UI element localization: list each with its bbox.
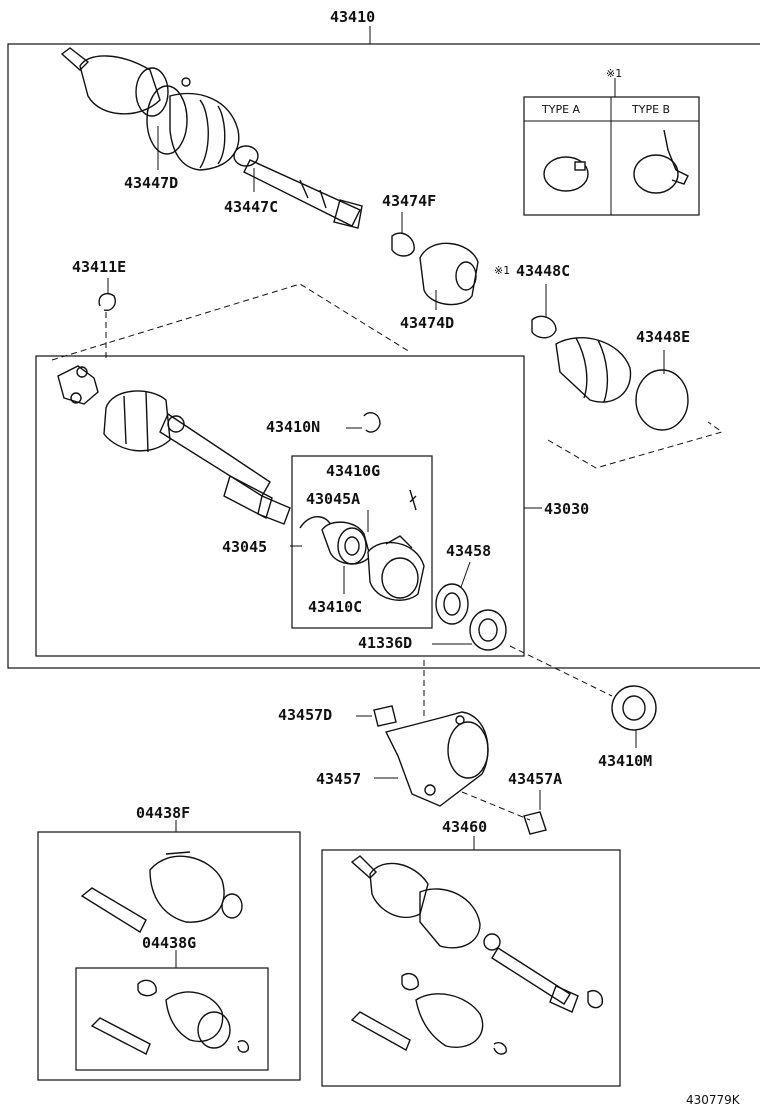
outboard-joint-kit-group [350,855,579,1013]
type-b-label: TYPE B [631,103,670,116]
assembly-box-43030 [35,355,525,657]
kit-small-clamp-icon [137,979,157,997]
bolt-43457A-icon [523,811,547,835]
dashed-guide-43410M [509,645,613,697]
clamp-type-b-tail-icon [663,129,689,185]
outboard-boot-kit-icon [149,855,225,923]
drive-shaft-outer-icon [243,159,361,227]
boot-kit-box-04438F [37,831,301,1081]
kit-43460-small-clamp-icon [401,972,419,991]
dust-seal-41336D-icon [469,609,507,651]
inboard-boot-icon [555,337,632,403]
kit-clamp-icon [221,893,243,919]
kit-43460-boot-icon [415,993,484,1048]
label-43460: 43460 [442,818,487,836]
label-43448C: 43448C [516,262,570,280]
dynamic-damper-icon [419,242,479,306]
label-43030: 43030 [544,500,589,518]
boot-kit-box-04438G [75,967,269,1071]
clamp-type-table: ※1 TYPE A TYPE B [523,67,700,216]
dashed-guide-top [51,283,411,361]
stub-shaft-icon [60,47,90,71]
outboard-joint-housing-icon [79,55,161,115]
kit-43460-grease-icon [350,1011,411,1051]
grease-tube-small-icon [90,1017,151,1055]
label-43458: 43458 [446,542,491,560]
drive-shaft-inner-icon [159,412,271,497]
label-43457: 43457 [316,770,361,788]
oil-seal-43458-icon [435,583,469,625]
label-43410N: 43410N [266,418,320,436]
inboard-boot-clamp-small-icon [531,315,557,339]
bearing-bracket-sleeve-icon [367,541,425,601]
kit-43460-snap-ring-icon [493,1042,507,1055]
note-mark-top: ※1 [606,67,622,80]
label-43474F: 43474F [382,192,436,210]
clamp-type-a-icon [543,156,589,192]
inboard-shaft-group [57,365,291,525]
label-41336D: 41336D [358,634,412,652]
label-43410M: 43410M [598,752,652,770]
outboard-joint-group [60,47,363,229]
label-04438F: 04438F [136,804,190,822]
note-mark-43448C: ※1 [494,264,510,277]
clamp-type-b-icon [633,154,679,194]
label-43045A: 43045A [306,490,360,508]
bearing-subassembly-box [291,455,433,629]
assembly-box-43410 [7,43,760,669]
outboard-boot-clamp-icon [146,85,188,155]
diagram-code: 430779K [686,1093,741,1107]
label-43410C: 43410C [308,598,362,616]
label-43045: 43045 [222,538,267,556]
label-43448E: 43448E [636,328,690,346]
inboard-joint-housing-icon [103,390,171,452]
label-04438G: 04438G [142,934,196,952]
inboard-boot-clamp-large-icon [635,369,689,431]
label-43447C: 43447C [224,198,278,216]
boot-kit-box-43460 [321,849,621,1087]
boot-small-clamp-icon [233,145,259,167]
label-43447D: 43447D [124,174,178,192]
kit-large-clamp-icon [197,1011,231,1049]
snap-ring-43410N-icon [363,412,381,433]
dashed-guide-right [547,421,724,469]
bearing-bracket-icon [384,711,489,807]
label-43474D: 43474D [400,314,454,332]
type-a-label: TYPE A [541,103,581,116]
label-43457A: 43457A [508,770,562,788]
oil-seal-43410M-icon [611,685,657,731]
damper-clamp-icon [391,232,415,257]
kit-snap-ring-icon [237,1040,250,1053]
label-43411E: 43411E [72,258,126,276]
pin-43410G-icon [409,489,417,511]
label-43410: 43410 [330,8,375,26]
snap-ring-icon [98,292,116,311]
inboard-boot-kit-icon [165,991,224,1043]
label-43410G: 43410G [326,462,380,480]
bolt-43457D-icon [373,705,397,727]
kit-43460-clamp-icon [587,990,603,1009]
grease-tube-large-icon [80,887,147,933]
label-43457D: 43457D [278,706,332,724]
clamp-type-a-tab-icon [574,161,586,171]
dashed-guide-43457A [461,791,531,821]
tripod-joint-icon [57,365,99,405]
